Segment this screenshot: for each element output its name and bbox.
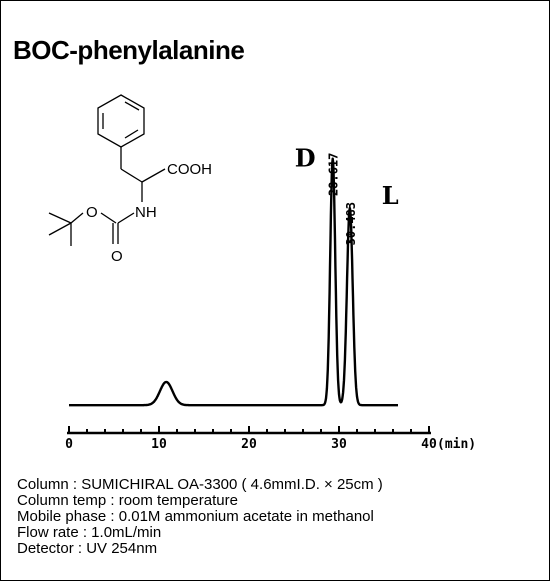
molecule-bonds (48, 147, 166, 246)
enantiomer-label: D (295, 144, 316, 173)
tick-label: 30 (331, 437, 347, 452)
cooh-label: COOH (167, 161, 212, 178)
ester-oxygen-label: O (86, 204, 98, 221)
chromatogram-trace (68, 157, 399, 407)
retention-time-label: 30.483 (344, 202, 358, 245)
condition-flow-rate: Flow rate : 1.0mL/min (17, 524, 162, 541)
condition-mobile-phase: Mobile phase : 0.01M ammonium acetate in… (17, 508, 374, 525)
tick-label: 40 (421, 437, 437, 452)
tick-label: 20 (241, 437, 257, 452)
condition-detector: Detector : UV 254nm (17, 540, 158, 557)
condition-column-temp: Column temp : room temperature (17, 492, 238, 509)
enantiomer-label: L (382, 181, 399, 210)
conditions-block: Column : SUMICHIRAL OA-3300 ( 4.6mmI.D. … (17, 477, 383, 557)
tick-label: 10 (151, 437, 167, 452)
chromatogram: 0 10 20 30 40(min) 28.617 D 30.483 L (65, 144, 476, 452)
nh-label: NH (135, 204, 157, 221)
time-axis: 0 10 20 30 40(min) (65, 426, 476, 452)
peak-labels: 28.617 D 30.483 L (295, 144, 399, 246)
condition-column: Column : SUMICHIRAL OA-3300 ( 4.6mmI.D. … (17, 476, 383, 493)
figure-title: BOC-phenylalanine (13, 35, 245, 65)
molecule-structure: COOH NH O O (48, 94, 212, 265)
x-axis-unit-label: (min) (437, 437, 476, 452)
retention-time-label: 28.617 (327, 153, 341, 196)
tick-label: 0 (65, 437, 73, 452)
carbonyl-oxygen-label: O (111, 248, 123, 265)
